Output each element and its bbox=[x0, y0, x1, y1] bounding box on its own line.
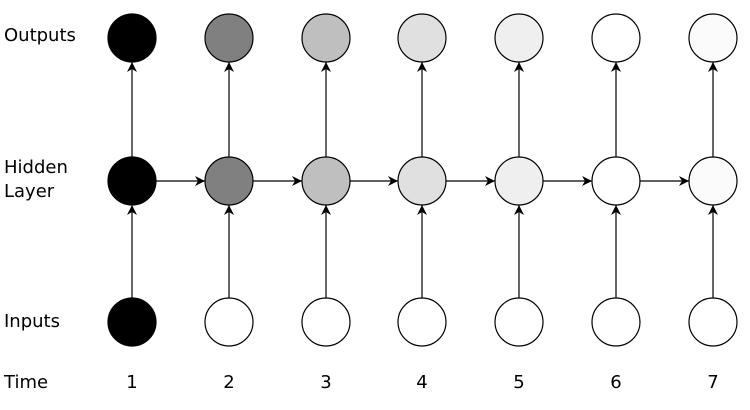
hidden-node-3 bbox=[301, 156, 351, 206]
hidden-node-7 bbox=[688, 156, 738, 206]
time-tick-label: 7 bbox=[707, 372, 719, 393]
hidden-layer-row-label: Hidden Layer bbox=[4, 157, 68, 202]
time-tick-label: 5 bbox=[513, 372, 525, 393]
input-node-6 bbox=[591, 297, 641, 347]
time-axis-label: Time bbox=[4, 372, 49, 393]
time-tick-label: 2 bbox=[223, 372, 235, 393]
time-tick-label: 3 bbox=[320, 372, 332, 393]
output-node-6 bbox=[591, 13, 641, 63]
output-node-5 bbox=[494, 13, 544, 63]
input-node-2 bbox=[204, 297, 254, 347]
outputs-row-label: Outputs bbox=[4, 25, 76, 46]
input-node-1 bbox=[107, 297, 157, 347]
output-node-7 bbox=[688, 13, 738, 63]
time-tick-label: 6 bbox=[610, 372, 622, 393]
output-node-1 bbox=[107, 13, 157, 63]
hidden-node-5 bbox=[494, 156, 544, 206]
input-node-7 bbox=[688, 297, 738, 347]
output-node-2 bbox=[204, 13, 254, 63]
input-node-3 bbox=[301, 297, 351, 347]
hidden-node-2 bbox=[204, 156, 254, 206]
hidden-node-1 bbox=[107, 156, 157, 206]
output-node-3 bbox=[301, 13, 351, 63]
connections-group bbox=[127, 62, 718, 298]
nodes-group bbox=[107, 13, 738, 347]
output-node-4 bbox=[397, 13, 447, 63]
input-node-5 bbox=[494, 297, 544, 347]
time-tick-label: 1 bbox=[126, 372, 138, 393]
inputs-row-label: Inputs bbox=[4, 311, 60, 332]
hidden-node-4 bbox=[397, 156, 447, 206]
input-node-4 bbox=[397, 297, 447, 347]
hidden-node-6 bbox=[591, 156, 641, 206]
time-tick-label: 4 bbox=[416, 372, 428, 393]
